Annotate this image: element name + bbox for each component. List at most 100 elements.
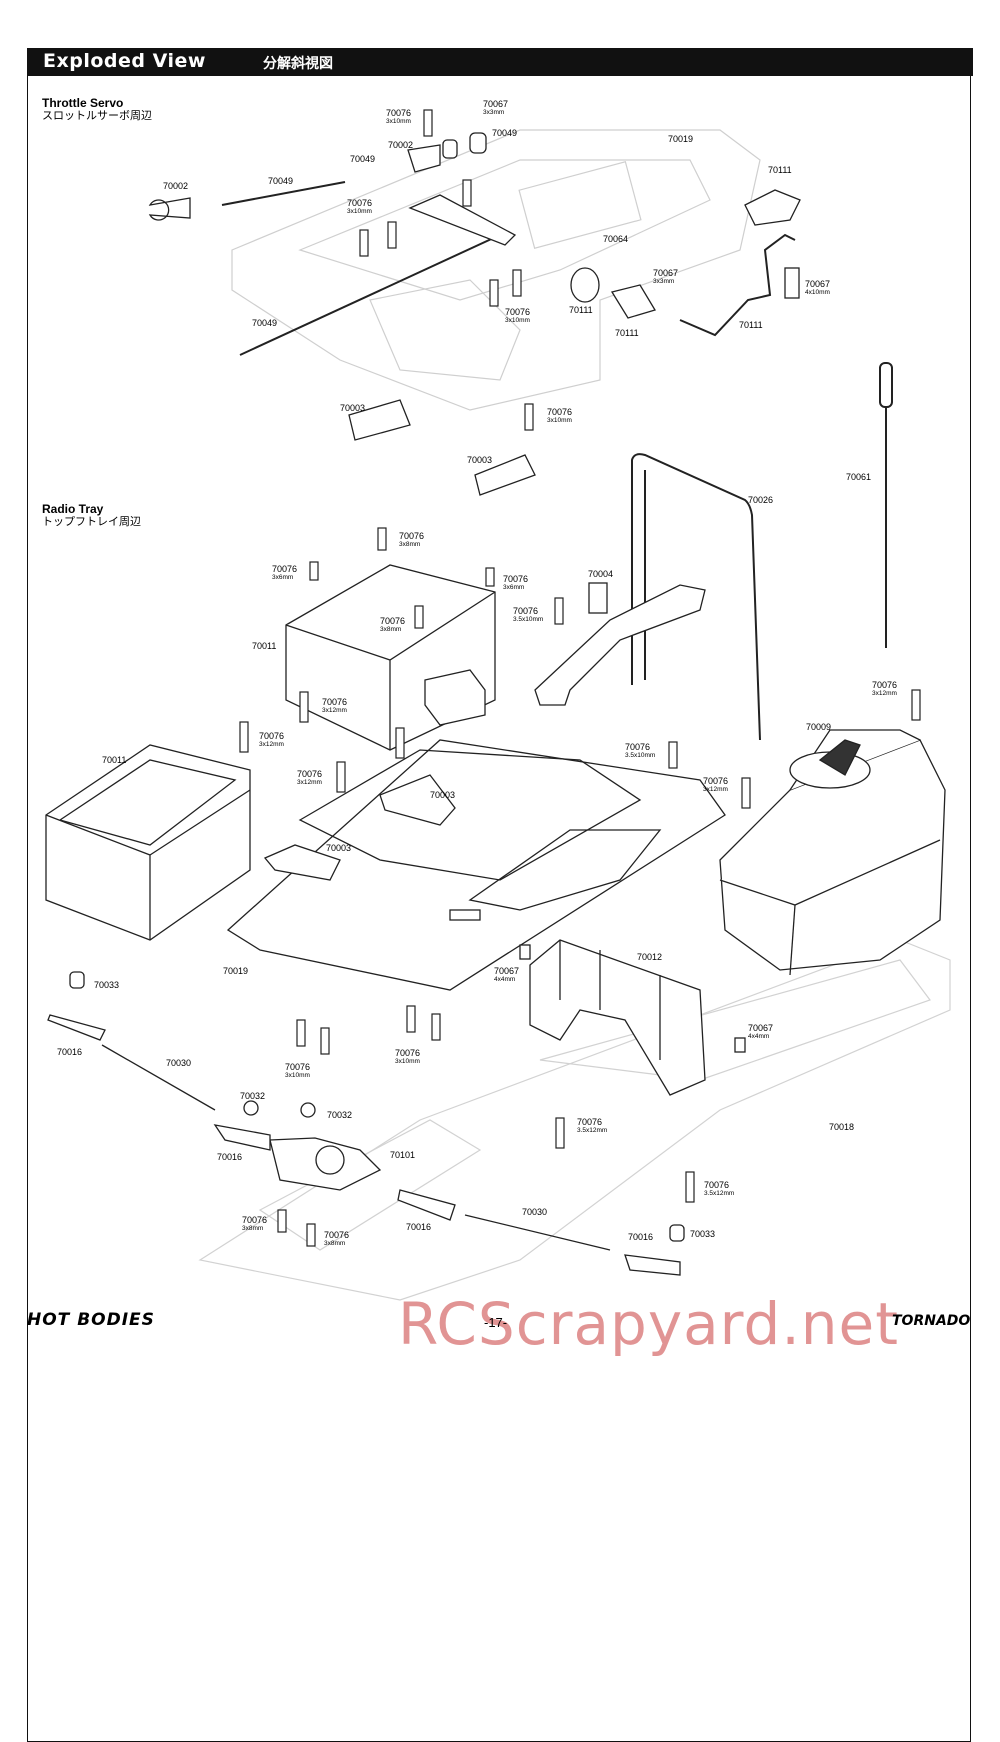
part-number-label: 70076 (347, 198, 373, 208)
part-number-label: 70067 (805, 279, 831, 289)
fuel-tank (719, 729, 946, 976)
part-number-label: 70003 (340, 403, 366, 413)
part-number-label: 70076 (272, 564, 298, 574)
part-size-label: 3x3mm (653, 278, 675, 285)
part-number-label: 70032 (240, 1091, 266, 1101)
part-number-label: 70026 (748, 495, 774, 505)
part-number-label: 70076 (324, 1230, 350, 1240)
header-bar: Exploded View 分解斜視図 (27, 48, 973, 76)
part-number-label: 70049 (268, 176, 294, 186)
part-size-label: 3x8mm (399, 541, 421, 548)
part-number-label: 70011 (252, 641, 277, 651)
radio-plate (226, 739, 726, 991)
part-number-label: 70067 (748, 1023, 774, 1033)
part-size-label: 3.5x12mm (704, 1190, 735, 1197)
page-title: Exploded View (43, 50, 206, 72)
part-size-label: 3x10mm (386, 118, 411, 125)
part-size-label: 3.5x12mm (577, 1127, 608, 1134)
section-title-radio: Radio Tray (42, 502, 104, 516)
part-number-label: 70032 (327, 1110, 353, 1120)
part-number-label: 70016 (628, 1232, 654, 1242)
antenna-pipe (879, 362, 893, 648)
part-size-label: 3x6mm (503, 584, 525, 591)
part-number-label: 70016 (217, 1152, 243, 1162)
part-size-label: 3x8mm (380, 626, 402, 633)
part-number-label: 70011 (102, 755, 127, 765)
part-number-label: 70076 (872, 680, 898, 690)
part-number-label: 70018 (829, 1122, 855, 1132)
antenna-mount (534, 582, 706, 706)
part-number-label: 70076 (242, 1215, 268, 1225)
part-number-label: 70101 (390, 1150, 416, 1160)
section-subtitle-radio: トップフトレイ周辺 (42, 515, 141, 528)
part-size-label: 3x10mm (547, 417, 572, 424)
part-number-label: 70002 (163, 181, 189, 191)
part-number-label: 70016 (57, 1047, 83, 1057)
section-title-throttle: Throttle Servo (42, 96, 124, 110)
servo-mount (529, 939, 706, 1096)
part-size-label: 3x12mm (322, 707, 347, 714)
part-number-label: 70009 (806, 722, 832, 732)
part-number-label: 70076 (703, 776, 729, 786)
part-number-label: 70003 (326, 843, 352, 853)
roll-bar (631, 453, 761, 741)
part-number-label: 70076 (386, 108, 412, 118)
part-number-label: 70033 (690, 1229, 716, 1239)
part-number-label: 70004 (588, 569, 614, 579)
part-number-label: 70049 (350, 154, 376, 164)
part-number-label: 70076 (505, 307, 531, 317)
part-number-label: 70076 (547, 407, 573, 417)
part-number-label: 70076 (322, 697, 348, 707)
part-number-label: 70076 (285, 1062, 311, 1072)
part-size-label: 3x10mm (505, 317, 530, 324)
receiver-box-lid (285, 564, 496, 751)
part-number-label: 70076 (380, 616, 406, 626)
part-number-label: 70019 (223, 966, 249, 976)
part-size-label: 3x10mm (395, 1058, 420, 1065)
small-parts (47, 132, 801, 1276)
part-size-label: 3x12mm (872, 690, 897, 697)
part-number-label: 70049 (252, 318, 278, 328)
watermark: RCScrapyard.net (398, 1290, 899, 1358)
part-number-label: 70067 (653, 268, 679, 278)
part-number-label: 70076 (625, 742, 651, 752)
throttle-chassis-ghost (231, 129, 761, 411)
page-title-jp: 分解斜視図 (263, 56, 333, 72)
part-number-label: 70111 (768, 165, 792, 175)
lower-chassis-ghost (198, 939, 951, 1301)
part-number-label: 70076 (503, 574, 529, 584)
part-number-label: 70016 (406, 1222, 432, 1232)
part-size-label: 3x12mm (259, 741, 284, 748)
part-size-label: 3x12mm (297, 779, 322, 786)
part-number-label: 70067 (483, 99, 509, 109)
brand-logo-left: HOT BODIES (27, 1310, 155, 1330)
part-number-label: 70002 (388, 140, 414, 150)
section-subtitle-throttle: スロットルサーボ周辺 (42, 109, 152, 122)
parts-drawing (45, 109, 951, 1301)
part-number-label: 70076 (297, 769, 323, 779)
receiver-box-open (45, 744, 251, 941)
part-size-label: 3.5x10mm (513, 616, 544, 623)
part-size-label: 3x8mm (324, 1240, 346, 1247)
part-number-label: 70076 (704, 1180, 730, 1190)
part-number-label: 70067 (494, 966, 520, 976)
part-size-label: 3x3mm (483, 109, 505, 116)
part-number-label: 70076 (259, 731, 285, 741)
brand-logo-right: TORNADO (892, 1313, 971, 1329)
part-number-label: 70049 (492, 128, 518, 138)
throttle-linkages (221, 181, 796, 356)
part-size-label: 4x4mm (494, 976, 516, 983)
part-number-label: 70003 (430, 790, 456, 800)
part-size-label: 3.5x10mm (625, 752, 656, 759)
part-number-label: 70111 (615, 328, 639, 338)
part-size-label: 3x10mm (285, 1072, 310, 1079)
part-number-label: 70030 (166, 1058, 192, 1068)
part-number-label: 70076 (395, 1048, 421, 1058)
part-number-label: 70003 (467, 455, 493, 465)
part-number-label: 70076 (577, 1117, 603, 1127)
part-number-label: 70111 (569, 305, 593, 315)
part-size-label: 3x8mm (242, 1225, 264, 1232)
part-number-label: 70030 (522, 1207, 548, 1217)
part-number-label: 70012 (637, 952, 663, 962)
part-number-label: 70076 (513, 606, 539, 616)
